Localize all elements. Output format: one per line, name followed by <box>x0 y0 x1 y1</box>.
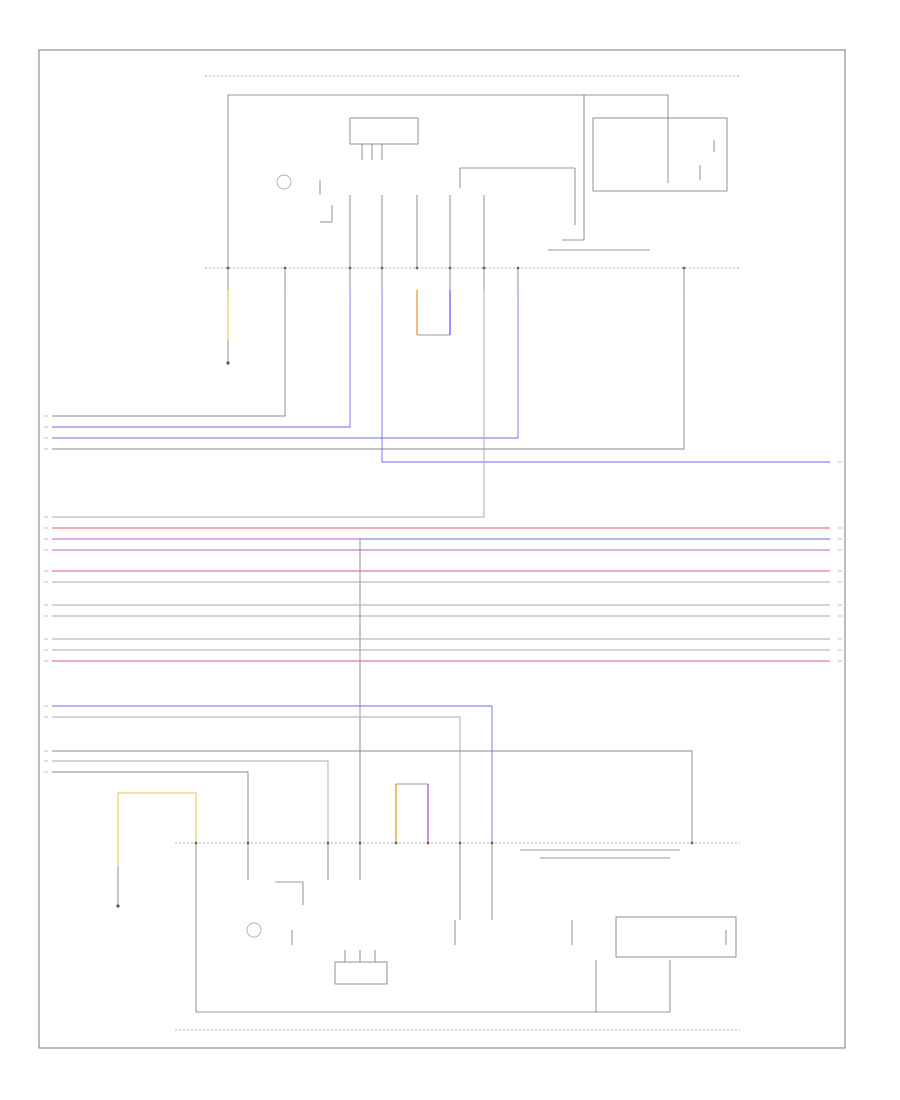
upper-harness <box>52 290 830 518</box>
upper-connector-stubs <box>227 268 685 290</box>
upper-section-wiring <box>227 94 728 268</box>
yellow-wire-lower <box>117 792 197 866</box>
ground-point-lower <box>116 904 120 908</box>
lower-harness <box>52 705 693 843</box>
lower-connector-dots <box>194 841 694 845</box>
right-wire-ticks <box>838 461 842 662</box>
upper-connector-dots <box>226 266 686 270</box>
ground-point-upper <box>226 361 230 365</box>
lower-section-wiring <box>195 843 737 1013</box>
dashed-dividers <box>175 75 740 1031</box>
left-wire-ticks <box>44 415 48 773</box>
diagram-frame <box>38 49 846 1049</box>
switch-circle-upper <box>276 174 292 190</box>
middle-harness <box>52 527 830 843</box>
switch-circle-lower <box>246 922 262 938</box>
